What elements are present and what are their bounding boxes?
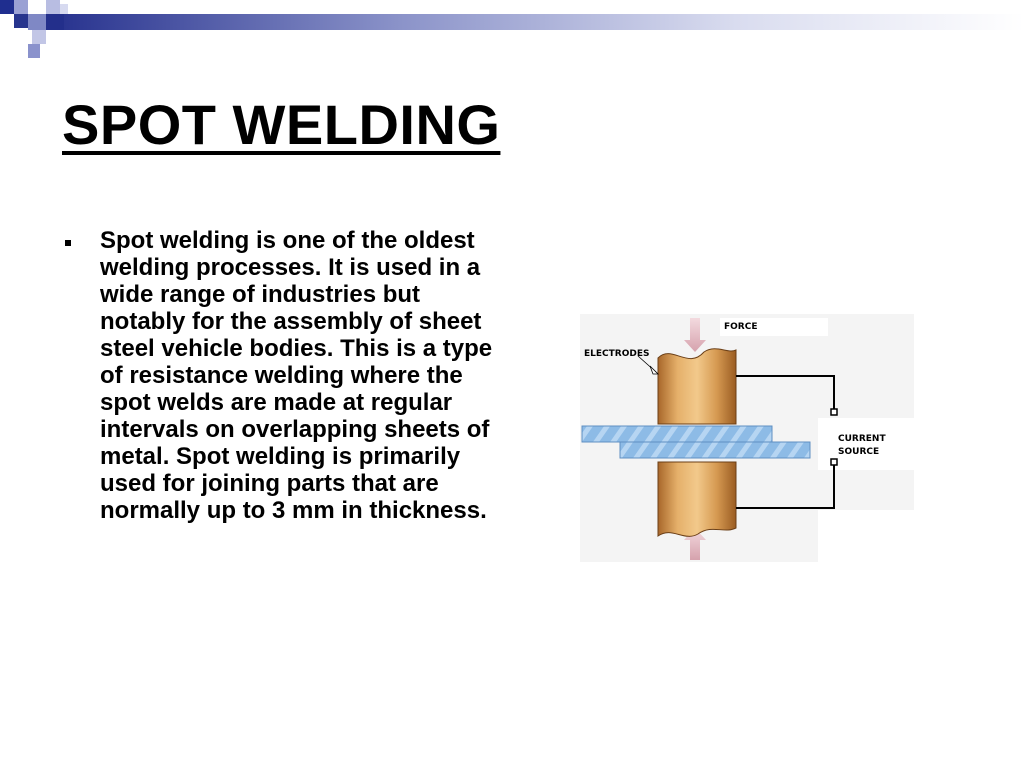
bullet-text: Spot welding is one of the oldest weldin… [100, 227, 493, 524]
header-square-dark-1 [0, 0, 14, 14]
square-bullet-icon [65, 240, 71, 246]
current-source-label-line2: SOURCE [838, 447, 879, 457]
electrodes-label: ELECTRODES [584, 349, 649, 359]
header-square-light-5 [60, 4, 68, 14]
terminal-bottom [830, 458, 838, 466]
decorative-header-bar [0, 0, 1024, 58]
electrodes-pointer-head [649, 365, 659, 375]
current-source-label-line1: CURRENT [838, 434, 886, 444]
circuit-wire-top [736, 375, 835, 410]
bullet-list: Spot welding is one of the oldest weldin… [62, 227, 512, 524]
header-gradient-band [64, 14, 1024, 30]
bullet-item: Spot welding is one of the oldest weldin… [62, 227, 512, 524]
lower-sheet [619, 441, 811, 459]
header-square-light-1 [14, 0, 28, 14]
circuit-wire-bottom [736, 464, 835, 509]
header-square-dark-4 [28, 44, 40, 58]
upper-electrode [657, 348, 737, 425]
upper-sheet [581, 425, 773, 443]
lower-electrode [657, 461, 737, 537]
header-square-dark-2 [14, 14, 28, 28]
slide-title: SPOT WELDING [62, 93, 501, 156]
header-square-light-2 [28, 14, 46, 30]
header-square-light-4 [46, 0, 60, 14]
diagram-label-box [720, 318, 828, 336]
header-square-dark-3 [46, 14, 64, 30]
terminal-top [830, 408, 838, 416]
header-square-light-3 [32, 30, 46, 44]
force-label: FORCE [724, 322, 757, 332]
spot-welding-diagram: FORCE ELECTRODES CURRENT SOURCE [580, 314, 914, 562]
force-arrow-top [684, 318, 706, 352]
diagram-white-panel-lower [818, 510, 914, 562]
